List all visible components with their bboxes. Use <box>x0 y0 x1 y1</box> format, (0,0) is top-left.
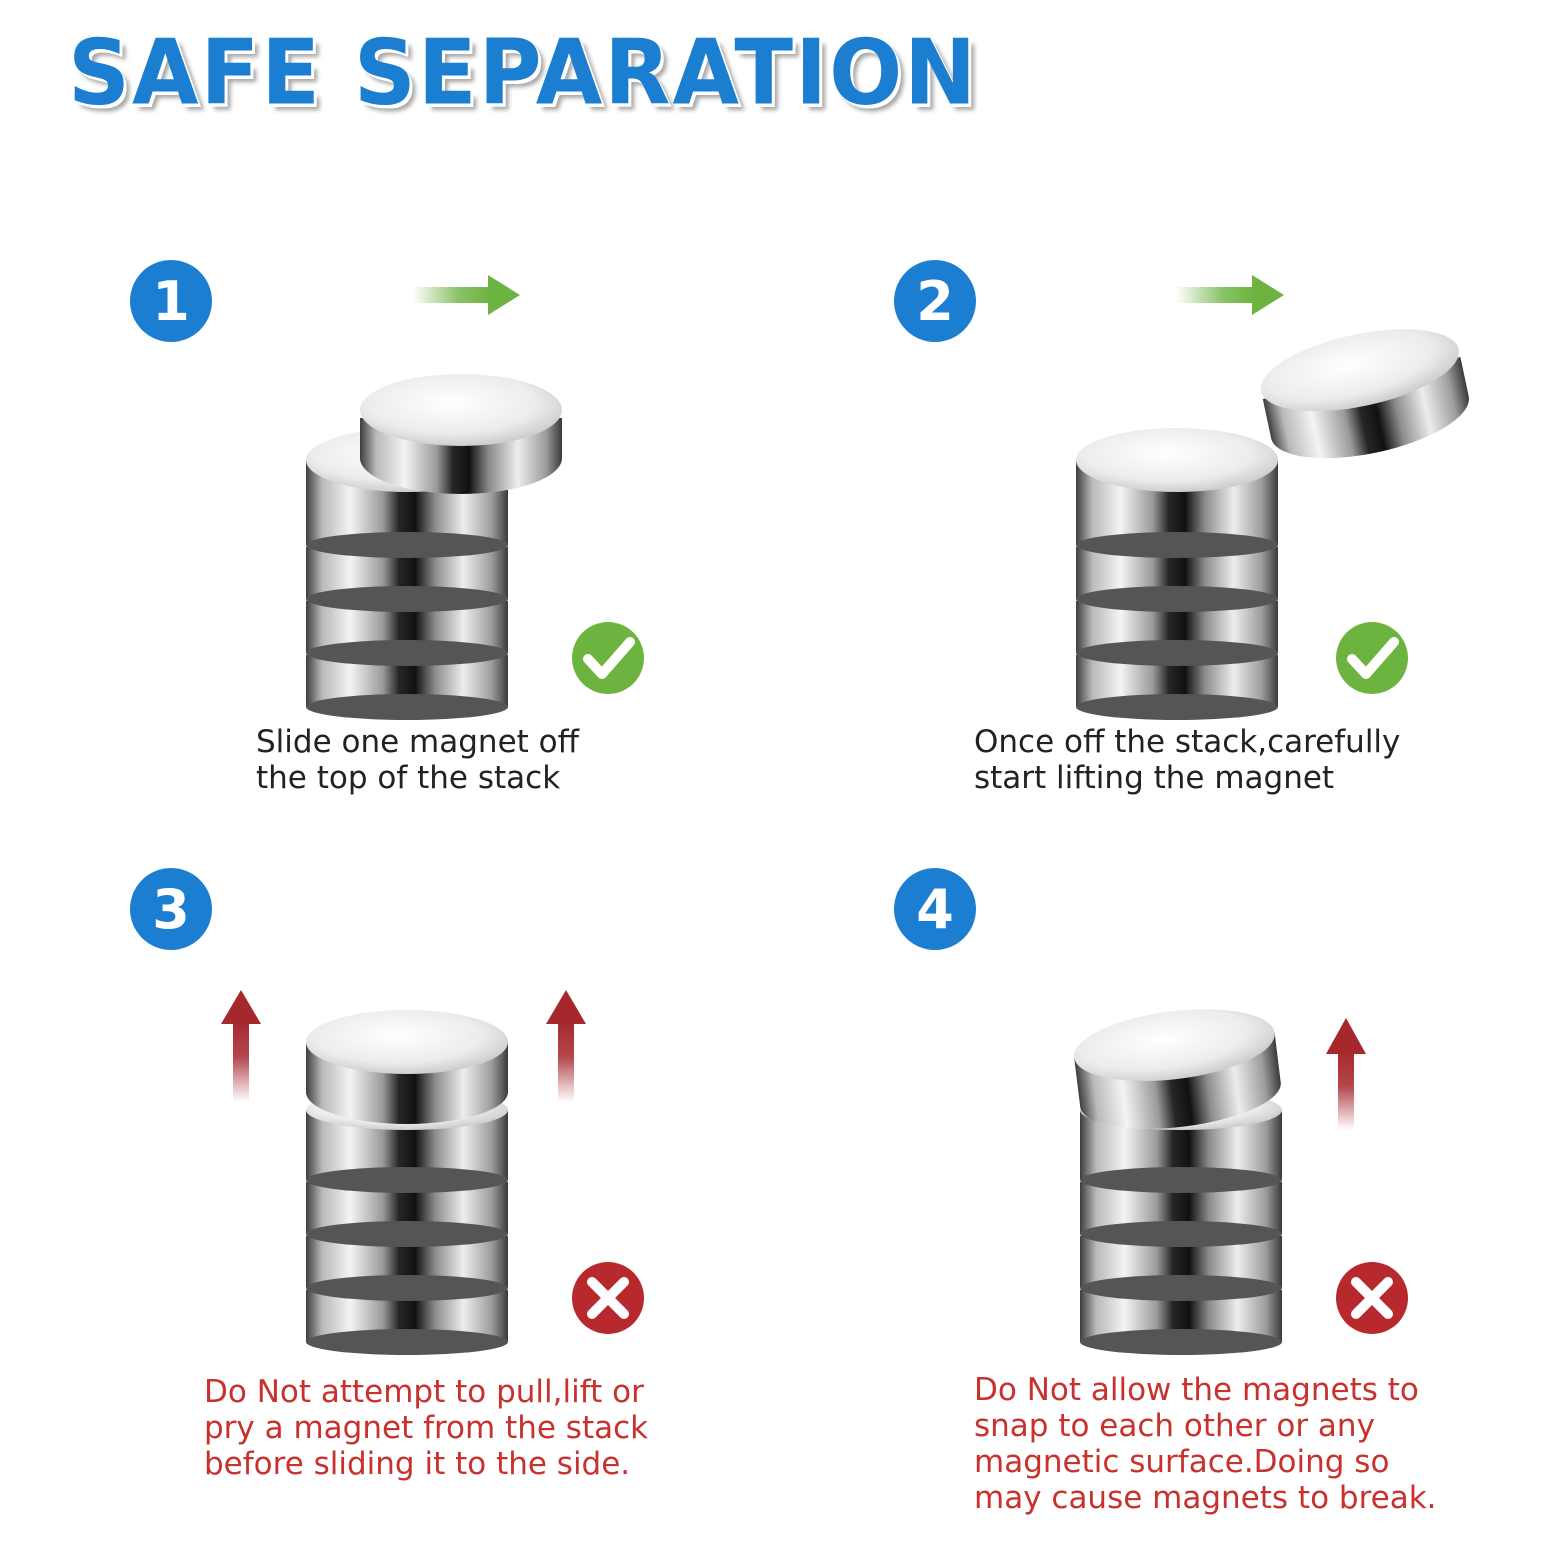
cross-icon <box>1336 1262 1408 1334</box>
step-3-illustration <box>221 990 644 1355</box>
step-3: 3 Do Not attempt <box>0 860 784 1482</box>
pulled-magnet <box>306 1010 508 1124</box>
step-4-illustration <box>1074 1009 1408 1355</box>
arrow-up-icon <box>1326 1018 1366 1130</box>
step-number-badge: 4 <box>894 868 976 950</box>
step-caption: Do Not attempt to pull,lift or pry a mag… <box>204 1374 649 1482</box>
magnet-stack <box>1080 1090 1282 1355</box>
arrow-right-icon <box>412 275 520 315</box>
arrow-up-icon <box>221 990 261 1102</box>
cross-icon <box>572 1262 644 1334</box>
step-2-illustration <box>1076 275 1469 720</box>
magnet-stack <box>1076 428 1278 720</box>
step-number-badge: 3 <box>130 868 212 950</box>
step-caption: Once off the stack,carefully start lifti… <box>974 724 1401 796</box>
check-icon <box>1336 622 1408 694</box>
step-4: 4 Do Not allow the magnets to snap to ea <box>764 860 1548 1516</box>
step-2: 2 Once off the stack,carefully start lif <box>764 250 1548 860</box>
step-caption: Do Not allow the magnets to snap to each… <box>974 1372 1437 1516</box>
lifted-magnet <box>1260 329 1469 459</box>
arrow-right-icon <box>1176 275 1284 315</box>
tilted-magnet <box>1074 1009 1281 1129</box>
sliding-magnet <box>360 374 562 494</box>
step-caption: Slide one magnet off the top of the stac… <box>256 724 579 796</box>
step-1: 1 Slide one magnet off the top of the st <box>0 250 784 860</box>
check-icon <box>572 622 644 694</box>
step-number-badge: 1 <box>130 260 212 342</box>
arrow-up-icon <box>546 990 586 1102</box>
step-number-badge: 2 <box>894 260 976 342</box>
page-title: SAFE SEPARATION <box>68 20 979 126</box>
step-1-illustration <box>306 275 644 720</box>
magnet-stack <box>306 1090 508 1355</box>
